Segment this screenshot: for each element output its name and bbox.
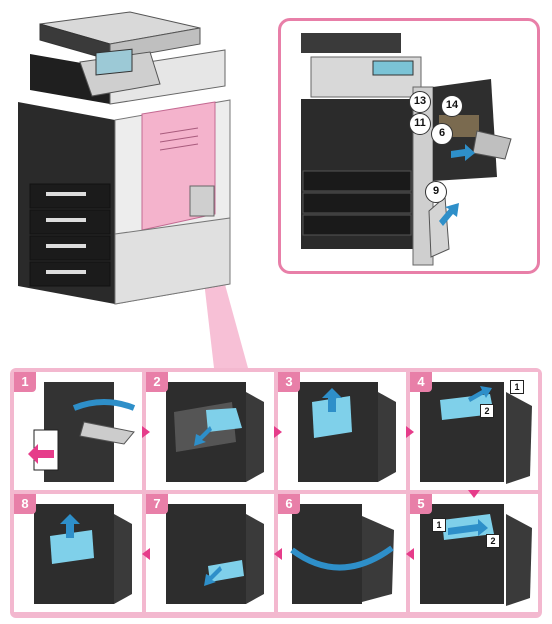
step-4-number: 4 [410, 372, 432, 392]
arrow-7-to-8 [142, 548, 150, 560]
arrow-5-to-6 [406, 548, 414, 560]
step-6-number: 6 [278, 494, 300, 514]
step-4-tag-1: 1 [510, 380, 524, 394]
step-1-illustration [28, 382, 136, 482]
inset-machine-illustration [301, 33, 512, 266]
step-3-number: 3 [278, 372, 300, 392]
step-8: 8 [14, 494, 142, 612]
callout-9: 9 [425, 181, 447, 203]
copier-illustration [18, 11, 231, 305]
step-5: 5 1 2 [410, 494, 538, 612]
step-8-number: 8 [14, 494, 36, 514]
step-2-number: 2 [146, 372, 168, 392]
arrow-3-to-4 [406, 426, 414, 438]
step-5-number: 5 [410, 494, 432, 514]
step-5-tag-2: 2 [486, 534, 500, 548]
step-8-illustration [34, 504, 132, 604]
step-6: 6 [278, 494, 406, 612]
step-2-illustration [166, 382, 264, 482]
arrow-6-to-7 [274, 548, 282, 560]
steps-grid: 1 2 3 4 [10, 368, 542, 618]
step-3: 3 [278, 372, 406, 490]
step-7: 7 [146, 494, 274, 612]
callout-13: 13 [409, 91, 431, 113]
step-6-illustration [290, 504, 394, 604]
inset-door-open-view: 13 14 11 6 9 [278, 18, 540, 274]
step-4-tag-2: 2 [480, 404, 494, 418]
arrow-4-to-5 [468, 490, 480, 498]
arrow-2-to-3 [274, 426, 282, 438]
step-5-tag-1: 1 [432, 518, 446, 532]
step-2: 2 [146, 372, 274, 490]
step-1-number: 1 [14, 372, 36, 392]
callout-14: 14 [441, 95, 463, 117]
callout-11: 11 [409, 113, 431, 135]
step-7-illustration [166, 504, 264, 604]
callout-6: 6 [431, 123, 453, 145]
step-7-number: 7 [146, 494, 168, 514]
flow-arrows [142, 426, 480, 560]
step-1: 1 [14, 372, 142, 490]
arrow-1-to-2 [142, 426, 150, 438]
step-3-illustration [298, 382, 396, 482]
step-4: 4 1 2 [410, 372, 538, 490]
